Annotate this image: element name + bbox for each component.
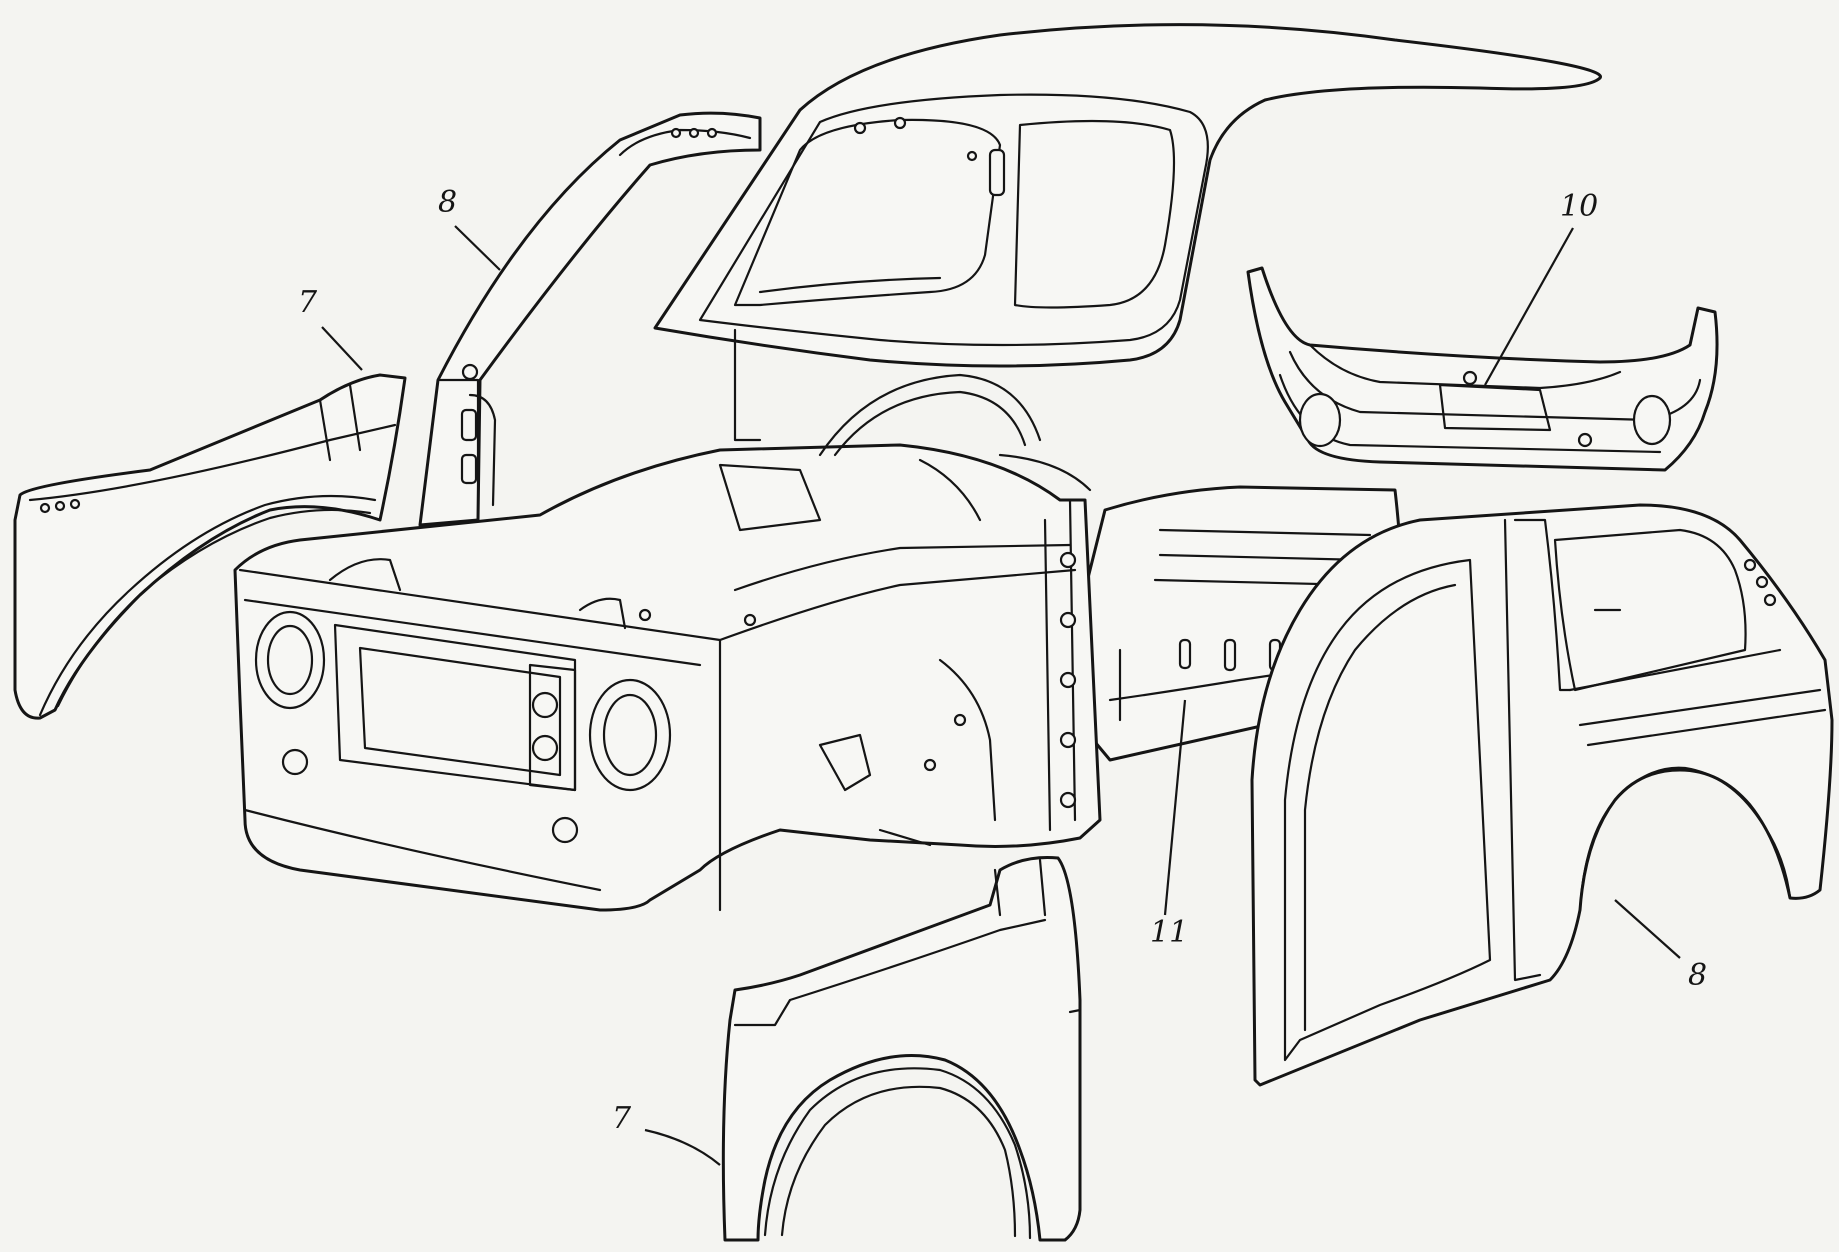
leader-a-pillar [454,225,501,271]
front-fender-right [721,856,1082,1242]
roof-panel [653,23,1602,368]
side-panel [1250,503,1834,1087]
leader-front-fender-right [644,1128,721,1166]
leader-lines [321,225,1681,1166]
callout-front-fender-left: 7 [298,285,318,320]
callout-side-panel: 8 [1688,958,1707,993]
leader-front-fender-left [321,326,363,371]
front-end-assembly [233,443,1102,912]
leader-side-panel [1614,899,1681,959]
callout-labels: 7 8 10 11 8 7 [298,185,1707,1136]
leader-rear-panel [1484,227,1574,386]
callout-rear-panel: 10 [1560,189,1598,224]
inner-wheel-arch [733,328,1092,492]
callout-front-fender-right: 7 [612,1101,632,1136]
callout-floor: 11 [1150,915,1188,950]
leader-floor [1163,699,1187,916]
rear-panel [1246,266,1719,472]
front-fender-left [13,373,407,720]
windshield-frame-pillar [418,111,762,527]
callout-a-pillar: 8 [438,185,457,220]
